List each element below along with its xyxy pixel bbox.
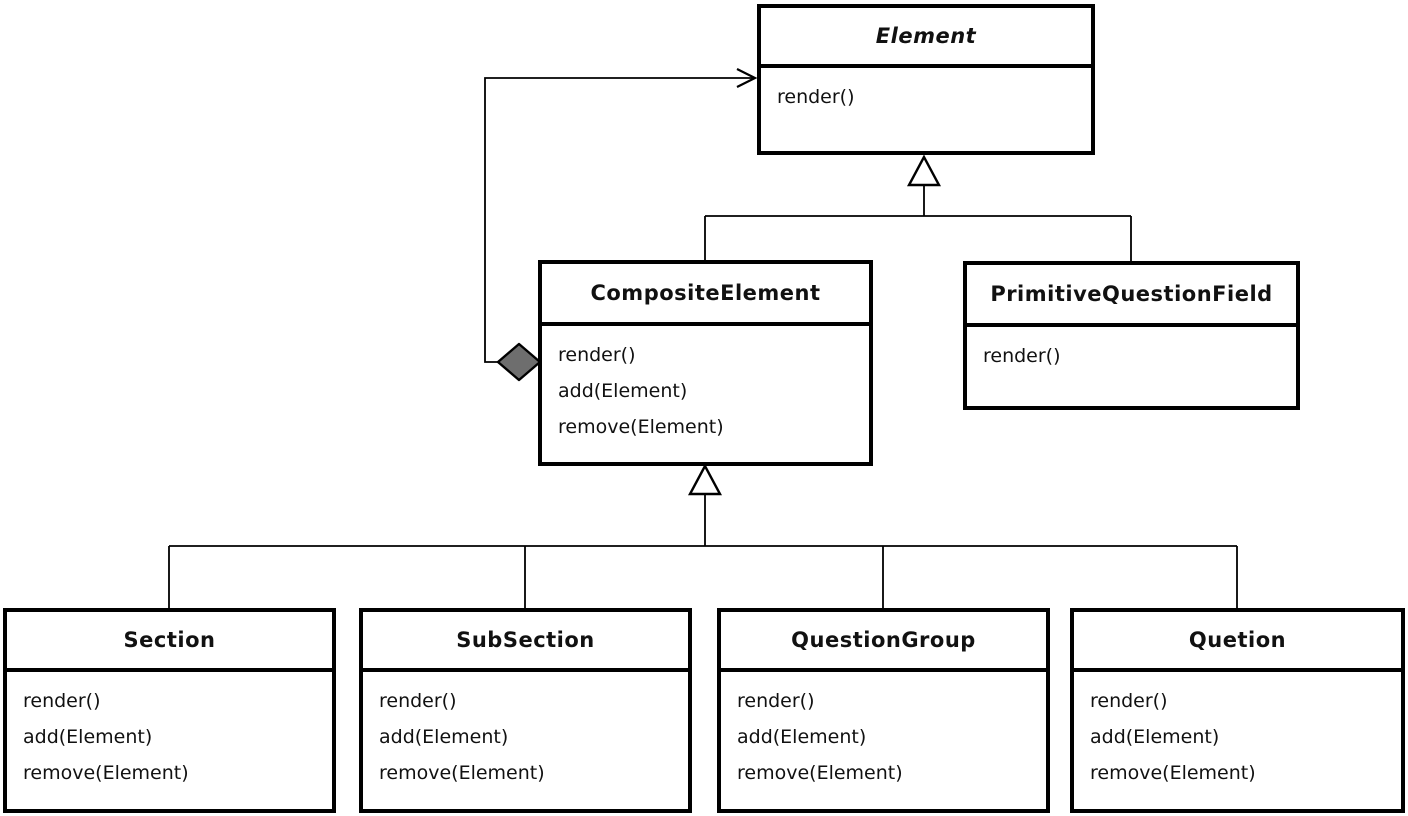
method-item: add(Element)	[737, 726, 867, 748]
class-title: SubSection	[363, 612, 688, 672]
class-box-sub-section: SubSection render() add(Element) remove(…	[359, 608, 692, 813]
class-box-question-group: QuestionGroup render() add(Element) remo…	[717, 608, 1050, 813]
inheritance-lines-composite	[168, 494, 1238, 610]
class-title: PrimitiveQuestionField	[967, 265, 1296, 327]
class-title: Quetion	[1074, 612, 1401, 672]
method-item: render()	[379, 690, 457, 712]
class-methods: render() add(Element) remove(Element)	[363, 672, 688, 791]
class-methods: render()	[967, 327, 1296, 374]
class-title: CompositeElement	[542, 264, 869, 326]
inheritance-triangle-icon	[687, 463, 723, 496]
method-item: render()	[1090, 690, 1168, 712]
class-title: Section	[7, 612, 332, 672]
method-item: remove(Element)	[558, 416, 724, 438]
class-box-quetion: Quetion render() add(Element) remove(Ele…	[1070, 608, 1405, 813]
method-item: add(Element)	[1090, 726, 1220, 748]
method-item: render()	[558, 344, 636, 366]
class-box-element: Element render()	[757, 4, 1095, 155]
class-methods: render() add(Element) remove(Element)	[1074, 672, 1401, 791]
class-title: Element	[761, 8, 1091, 68]
class-title: QuestionGroup	[721, 612, 1046, 672]
method-item: remove(Element)	[737, 762, 903, 784]
inheritance-triangle-icon	[906, 154, 942, 187]
method-item: remove(Element)	[1090, 762, 1256, 784]
method-item: render()	[23, 690, 101, 712]
class-box-primitive-question-field: PrimitiveQuestionField render()	[963, 261, 1300, 410]
inheritance-connector-element	[704, 154, 1132, 263]
open-arrowhead-icon	[736, 68, 758, 88]
method-item: add(Element)	[558, 380, 688, 402]
method-item: render()	[983, 345, 1061, 367]
method-item: remove(Element)	[379, 762, 545, 784]
method-item: render()	[737, 690, 815, 712]
class-methods: render() add(Element) remove(Element)	[721, 672, 1046, 791]
class-methods: render()	[761, 68, 1091, 115]
class-methods: render() add(Element) remove(Element)	[542, 326, 869, 445]
method-item: add(Element)	[379, 726, 509, 748]
method-item: remove(Element)	[23, 762, 189, 784]
class-box-section: Section render() add(Element) remove(Ele…	[3, 608, 336, 813]
class-box-composite-element: CompositeElement render() add(Element) r…	[538, 260, 873, 466]
class-methods: render() add(Element) remove(Element)	[7, 672, 332, 791]
method-item: render()	[777, 86, 855, 108]
inheritance-lines-element	[704, 185, 1132, 263]
aggregation-diamond-icon	[496, 342, 542, 382]
inheritance-connector-composite	[168, 463, 1238, 610]
method-item: add(Element)	[23, 726, 153, 748]
